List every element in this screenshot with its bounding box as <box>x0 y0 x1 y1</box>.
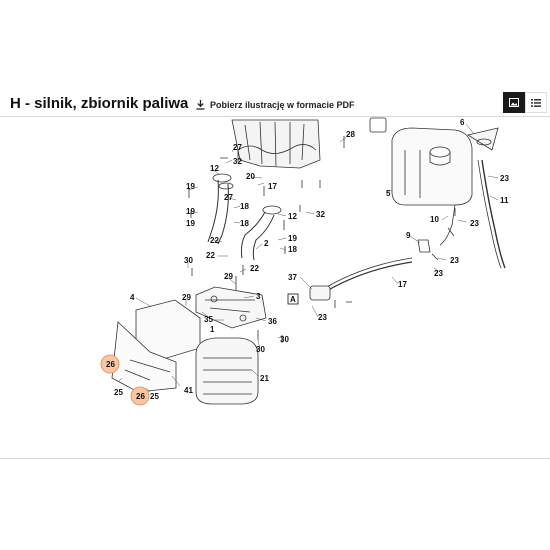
part-label-37[interactable]: 37 <box>288 273 297 282</box>
part-label-26[interactable]: 26 <box>106 360 115 369</box>
part-label-25[interactable]: 25 <box>150 392 159 401</box>
part-label-2[interactable]: 2 <box>264 239 269 248</box>
part-label-32[interactable]: 32 <box>316 210 325 219</box>
part-label-29[interactable]: 29 <box>224 272 233 281</box>
part-label-18[interactable]: 18 <box>240 219 249 228</box>
part-label-28[interactable]: 28 <box>346 130 355 139</box>
part-label-30[interactable]: 30 <box>184 256 193 265</box>
part-label-22[interactable]: 22 <box>206 251 215 260</box>
part-label-19[interactable]: 19 <box>186 219 195 228</box>
part-label-23[interactable]: 23 <box>500 174 509 183</box>
part-label-18[interactable]: 18 <box>288 245 297 254</box>
image-view-icon <box>509 98 519 107</box>
part-label-19[interactable]: 19 <box>186 207 195 216</box>
part-label-29[interactable]: 29 <box>182 293 191 302</box>
part-label-11[interactable]: 11 <box>500 196 509 205</box>
part-label-27[interactable]: 27 <box>224 193 233 202</box>
part-label-1[interactable]: 1 <box>210 325 215 334</box>
part-label-21[interactable]: 21 <box>260 374 269 383</box>
part-label-32[interactable]: 32 <box>233 157 242 166</box>
part-label-19[interactable]: 19 <box>288 234 297 243</box>
part-label-23[interactable]: 23 <box>470 219 479 228</box>
part-label-22[interactable]: 22 <box>210 236 219 245</box>
part-label-12[interactable]: 12 <box>288 212 297 221</box>
header-divider <box>0 116 550 117</box>
part-label-26[interactable]: 26 <box>136 392 145 401</box>
part-label-20[interactable]: 20 <box>246 172 255 181</box>
list-view-icon <box>531 98 541 107</box>
callout-a-box <box>287 293 299 305</box>
part-label-30[interactable]: 30 <box>256 345 265 354</box>
part-label-30[interactable]: 30 <box>280 335 289 344</box>
part-label-A[interactable]: A <box>290 295 296 304</box>
part-label-23[interactable]: 23 <box>434 269 443 278</box>
part-label-41[interactable]: 41 <box>184 386 193 395</box>
part-label-36[interactable]: 36 <box>268 317 277 326</box>
part-label-19[interactable]: 19 <box>186 182 195 191</box>
part-label-5[interactable]: 5 <box>386 189 391 198</box>
part-label-18[interactable]: 18 <box>240 202 249 211</box>
list-view-button[interactable] <box>525 92 547 113</box>
part-label-17[interactable]: 17 <box>398 280 407 289</box>
page-title: H - silnik, zbiornik paliwa <box>10 95 189 112</box>
part-label-17[interactable]: 17 <box>268 182 277 191</box>
footer-divider <box>0 458 550 459</box>
view-toggle <box>503 92 547 113</box>
part-label-6[interactable]: 6 <box>460 118 465 127</box>
highlighted-parts <box>100 354 150 406</box>
part-label-23[interactable]: 23 <box>450 256 459 265</box>
part-label-4[interactable]: 4 <box>130 293 135 302</box>
part-label-9[interactable]: 9 <box>406 231 411 240</box>
part-label-3[interactable]: 3 <box>256 292 261 301</box>
part-label-12[interactable]: 12 <box>210 164 219 173</box>
part-label-10[interactable]: 10 <box>430 215 439 224</box>
part-label-23[interactable]: 23 <box>318 313 327 322</box>
download-icon <box>196 100 205 110</box>
download-pdf-link[interactable]: Pobierz ilustrację w formacie PDF <box>196 100 355 110</box>
part-label-25[interactable]: 25 <box>114 388 123 397</box>
download-pdf-label: Pobierz ilustrację w formacie PDF <box>210 100 355 110</box>
part-label-35[interactable]: 35 <box>204 315 213 324</box>
part-label-27[interactable]: 27 <box>233 143 242 152</box>
image-view-button[interactable] <box>503 92 525 113</box>
part-label-22[interactable]: 22 <box>250 264 259 273</box>
